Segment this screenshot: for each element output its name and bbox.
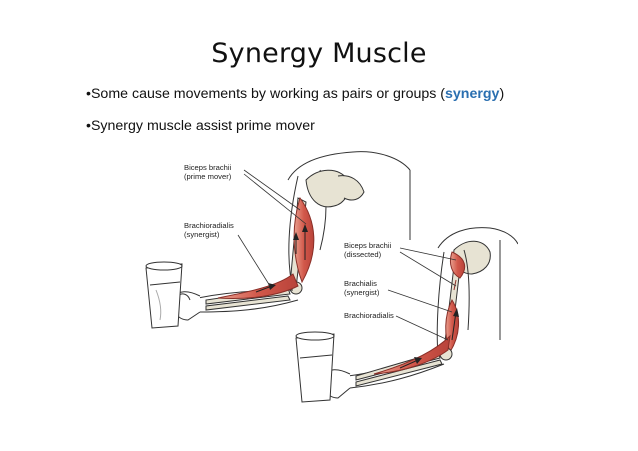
bullet-assist: •Synergy muscle assist prime mover <box>86 118 315 134</box>
bullet-text-before: Some cause movements by working as pairs… <box>90 86 446 102</box>
label-biceps-dissected-2: (dissected) <box>344 250 382 259</box>
arm-muscle-illustration: Biceps brachii (prime mover) Brachioradi… <box>145 151 518 403</box>
bullet-marker: • <box>86 118 91 134</box>
label-biceps-prime-mover-1: Biceps brachii <box>184 163 232 172</box>
synergy-highlight: synergy <box>445 86 500 102</box>
label-brachioradialis-synergist-2: (synergist) <box>184 230 220 239</box>
label-brachialis-synergist-1: Brachialis <box>344 279 377 288</box>
left-arm <box>145 151 411 329</box>
label-biceps-dissected-1: Biceps brachii <box>344 241 392 250</box>
slide-title: Synergy Muscle <box>211 38 427 69</box>
label-brachioradialis-synergist-1: Brachioradialis <box>184 221 234 230</box>
label-brachioradialis: Brachioradialis <box>344 311 394 320</box>
bullet-synergy: •Some cause movements by working as pair… <box>86 86 504 102</box>
bullet-text-after: ) <box>499 86 505 102</box>
label-biceps-prime-mover-2: (prime mover) <box>184 172 232 181</box>
left-labels: Biceps brachii (prime mover) Brachioradi… <box>184 163 307 287</box>
label-brachialis-synergist-2: (synergist) <box>344 288 380 297</box>
bullet-marker: • <box>86 86 91 102</box>
right-labels: Biceps brachii (dissected) Brachialis (s… <box>344 241 457 341</box>
bullet-text: Synergy muscle assist prime mover <box>90 118 315 134</box>
right-arm <box>295 227 518 403</box>
